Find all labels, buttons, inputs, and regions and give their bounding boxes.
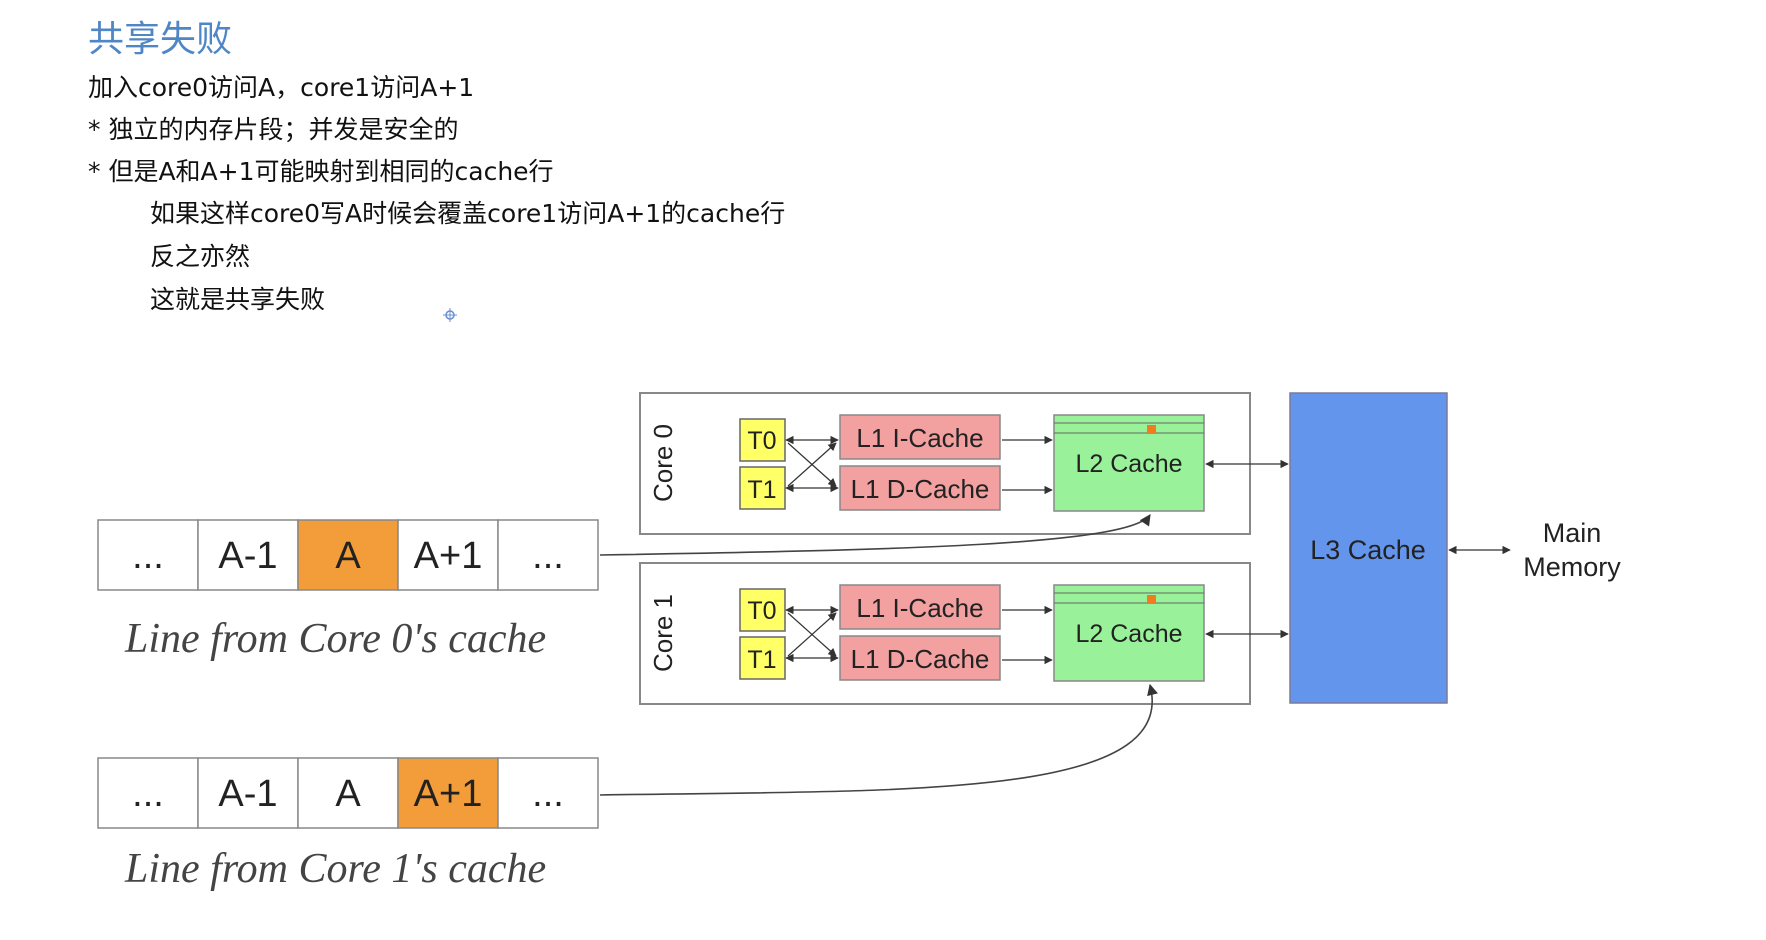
core-1-l1i-label: L1 I-Cache — [856, 593, 983, 623]
core-0-t1-label: T1 — [747, 476, 776, 504]
core-0-l1d-label: L1 D-Cache — [851, 474, 990, 504]
crosshair-icon — [443, 308, 457, 322]
cache-cell-label: A — [335, 773, 361, 815]
core-0-t1 — [739, 466, 786, 510]
core-0-l2-marker — [1147, 425, 1156, 434]
cache-cell-label: ... — [532, 773, 564, 815]
cache-cell — [197, 519, 299, 591]
core-1-l1i — [839, 584, 1001, 630]
core-0-l1d — [839, 465, 1001, 511]
core-1-label: Core 1 — [648, 594, 678, 672]
main-memory-label-1: Main — [1543, 518, 1602, 548]
core-0-label: Core 0 — [648, 424, 678, 502]
slide-title: 共享失败 — [88, 19, 233, 60]
core-1-block: Core 1 T0 T1 L1 I-Cache L1 D-Cache L2 Ca… — [639, 562, 1289, 705]
cache-cell — [397, 519, 499, 591]
cache-cell-label: A-1 — [218, 535, 277, 577]
cache-cell — [497, 519, 599, 591]
core-0-l2 — [1053, 414, 1205, 512]
text-line-6: 这就是共享失败 — [150, 285, 326, 314]
cache-cell — [497, 757, 599, 829]
core-1-t0 — [739, 588, 786, 632]
text-line-3: * 但是A和A+1可能映射到相同的cache行 — [88, 157, 554, 186]
cache-cell — [397, 757, 499, 829]
l3-cache-label: L3 Cache — [1310, 535, 1426, 565]
core-1-l1d — [839, 635, 1001, 681]
core-0-l1i-label: L1 I-Cache — [856, 423, 983, 453]
core-0-t0 — [739, 418, 786, 462]
core-0-l2-label: L2 Cache — [1075, 450, 1182, 478]
core-1-l2-marker — [1147, 595, 1156, 604]
cache-line-core-0-caption: Line from Core 0's cache — [124, 616, 546, 662]
core-1-t0-label: T0 — [747, 597, 776, 625]
core-0-l1i — [839, 414, 1001, 460]
cache-line-core-1-caption: Line from Core 1's cache — [124, 846, 546, 892]
cache-cell — [197, 757, 299, 829]
l3-cache — [1289, 392, 1448, 704]
cache-cell-label: ... — [532, 535, 564, 577]
core-1-l1d-label: L1 D-Cache — [851, 644, 990, 674]
core-1-t1-label: T1 — [747, 646, 776, 674]
cache-cell-label: ... — [132, 535, 164, 577]
cache-cell-label: A+1 — [414, 535, 483, 577]
core-0-t0-label: T0 — [747, 427, 776, 455]
cache-line-core-1: ... A-1 A A+1... Line from Core 1's cache — [97, 683, 1158, 892]
cache-cell-label: A — [335, 535, 361, 577]
cache-cell-label: A+1 — [414, 773, 483, 815]
cache-cell — [97, 757, 199, 829]
core-1-l2-label: L2 Cache — [1075, 620, 1182, 648]
main-memory-label-2: Memory — [1523, 552, 1621, 582]
core-0-block: Core 0 T0 T1 L1 I-Cache L1 D-Cache L2 Ca… — [639, 392, 1289, 535]
cache-cell-label: A-1 — [218, 773, 277, 815]
text-line-5: 反之亦然 — [150, 242, 251, 271]
core-1-t1 — [739, 636, 786, 680]
text-line-4: 如果这样core0写A时候会覆盖core1访问A+1的cache行 — [150, 199, 786, 228]
cache-cell-label: ... — [132, 773, 164, 815]
core-1-l2 — [1053, 584, 1205, 682]
text-line-1: 加入core0访问A，core1访问A+1 — [88, 73, 475, 102]
cache-cell — [297, 519, 399, 591]
cache-line-core-0: ... A-1 A A+1... Line from Core 0's cache — [97, 514, 1151, 662]
text-line-2: * 独立的内存片段；并发是安全的 — [88, 115, 459, 144]
